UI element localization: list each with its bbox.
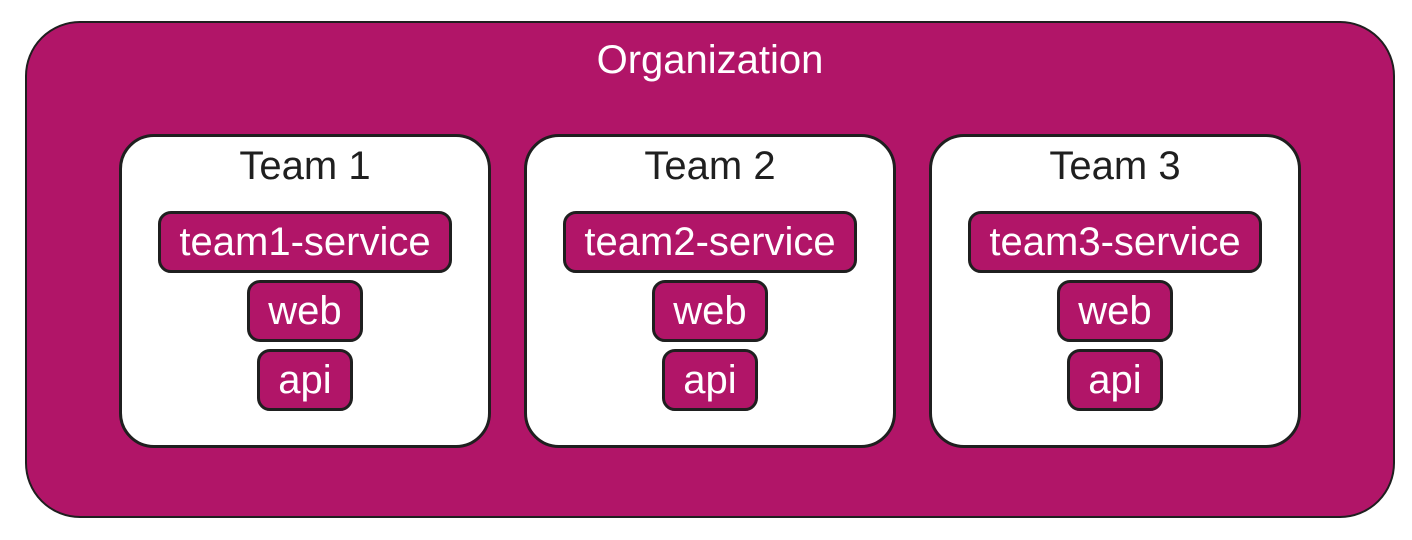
- team-1-api-node: api: [257, 349, 353, 411]
- team-box-3: Team 3 team3-service web api: [929, 134, 1301, 448]
- team-1-title: Team 1: [239, 144, 371, 188]
- team-3-web-node: web: [1057, 280, 1173, 342]
- team-3-api-node: api: [1067, 349, 1163, 411]
- team-1-web-node: web: [247, 280, 363, 342]
- team-2-api-node: api: [662, 349, 758, 411]
- teams-row: Team 1 team1-service web api Team 2 team…: [119, 134, 1301, 448]
- team-box-2: Team 2 team2-service web api: [524, 134, 896, 448]
- team-2-web-node: web: [652, 280, 768, 342]
- team-2-title: Team 2: [644, 144, 776, 188]
- team-2-service-node: team2-service: [563, 211, 857, 273]
- team-3-service-node: team3-service: [968, 211, 1262, 273]
- team-1-service-node: team1-service: [158, 211, 452, 273]
- team-3-title: Team 3: [1049, 144, 1181, 188]
- organization-container: Organization Team 1 team1-service web ap…: [25, 21, 1395, 518]
- organization-title: Organization: [596, 38, 824, 82]
- team-box-1: Team 1 team1-service web api: [119, 134, 491, 448]
